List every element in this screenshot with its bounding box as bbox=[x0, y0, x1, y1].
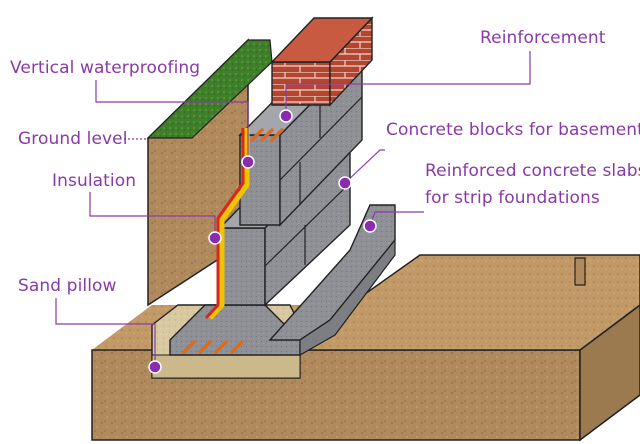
rebar-bottom bbox=[182, 340, 244, 354]
label-reinforced-slabs-line1: Reinforced concrete slabs bbox=[425, 161, 640, 181]
label-reinforced-slabs-line2: for strip foundations bbox=[425, 188, 600, 208]
label-insulation: Insulation bbox=[52, 171, 137, 191]
rebar-top bbox=[250, 128, 284, 142]
marker-dots bbox=[148, 109, 377, 374]
label-sand-pillow: Sand pillow bbox=[18, 276, 117, 296]
label-ground-level: Ground level bbox=[18, 129, 128, 149]
footing-slab bbox=[169, 204, 396, 357]
label-concrete-blocks: Concrete blocks for basements bbox=[386, 120, 640, 140]
leader-lines bbox=[55, 51, 531, 367]
label-vertical-waterproofing: Vertical waterproofing bbox=[10, 58, 201, 78]
label-reinforcement: Reinforcement bbox=[480, 28, 606, 48]
